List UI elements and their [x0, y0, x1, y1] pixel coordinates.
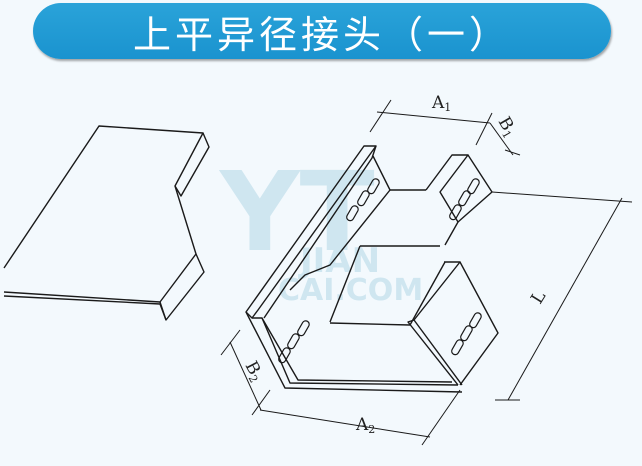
watermark-line2: CAI.COM	[278, 273, 423, 308]
label-b1: B1	[493, 114, 521, 141]
label-a2: A2	[355, 415, 375, 436]
page-title: 上平异径接头（一）	[132, 12, 511, 57]
cover-plate-figure	[3, 125, 210, 321]
label-b2: B2	[240, 358, 268, 385]
label-a1: A1	[431, 93, 451, 114]
title-banner: 上平异径接头（一）	[33, 3, 611, 59]
reducer-tray-figure	[245, 145, 499, 393]
watermark: YT JIAN CAI.COM	[218, 148, 423, 308]
dimension-lines	[220, 99, 633, 446]
label-l: L	[527, 287, 550, 307]
